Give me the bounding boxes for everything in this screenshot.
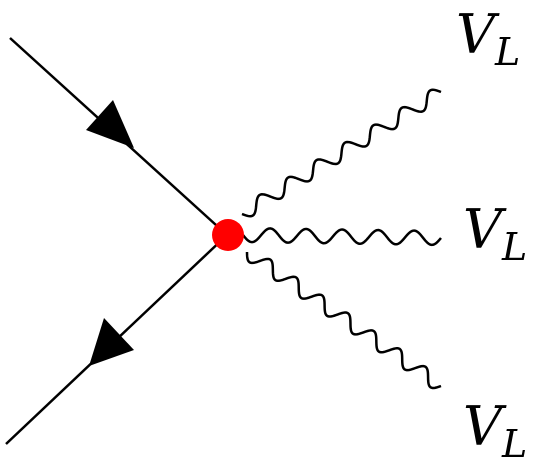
boson-label-top: VL bbox=[456, 3, 521, 75]
incoming-arrow-icon bbox=[86, 100, 134, 148]
boson-line-middle bbox=[242, 227, 442, 247]
boson-line-bottom bbox=[245, 251, 442, 390]
outgoing-arrow-icon bbox=[89, 318, 134, 366]
boson-label-middle: VL bbox=[463, 198, 528, 270]
interaction-vertex bbox=[212, 219, 244, 251]
boson-label-bottom: VL bbox=[463, 395, 528, 467]
boson-line-top bbox=[241, 88, 442, 218]
